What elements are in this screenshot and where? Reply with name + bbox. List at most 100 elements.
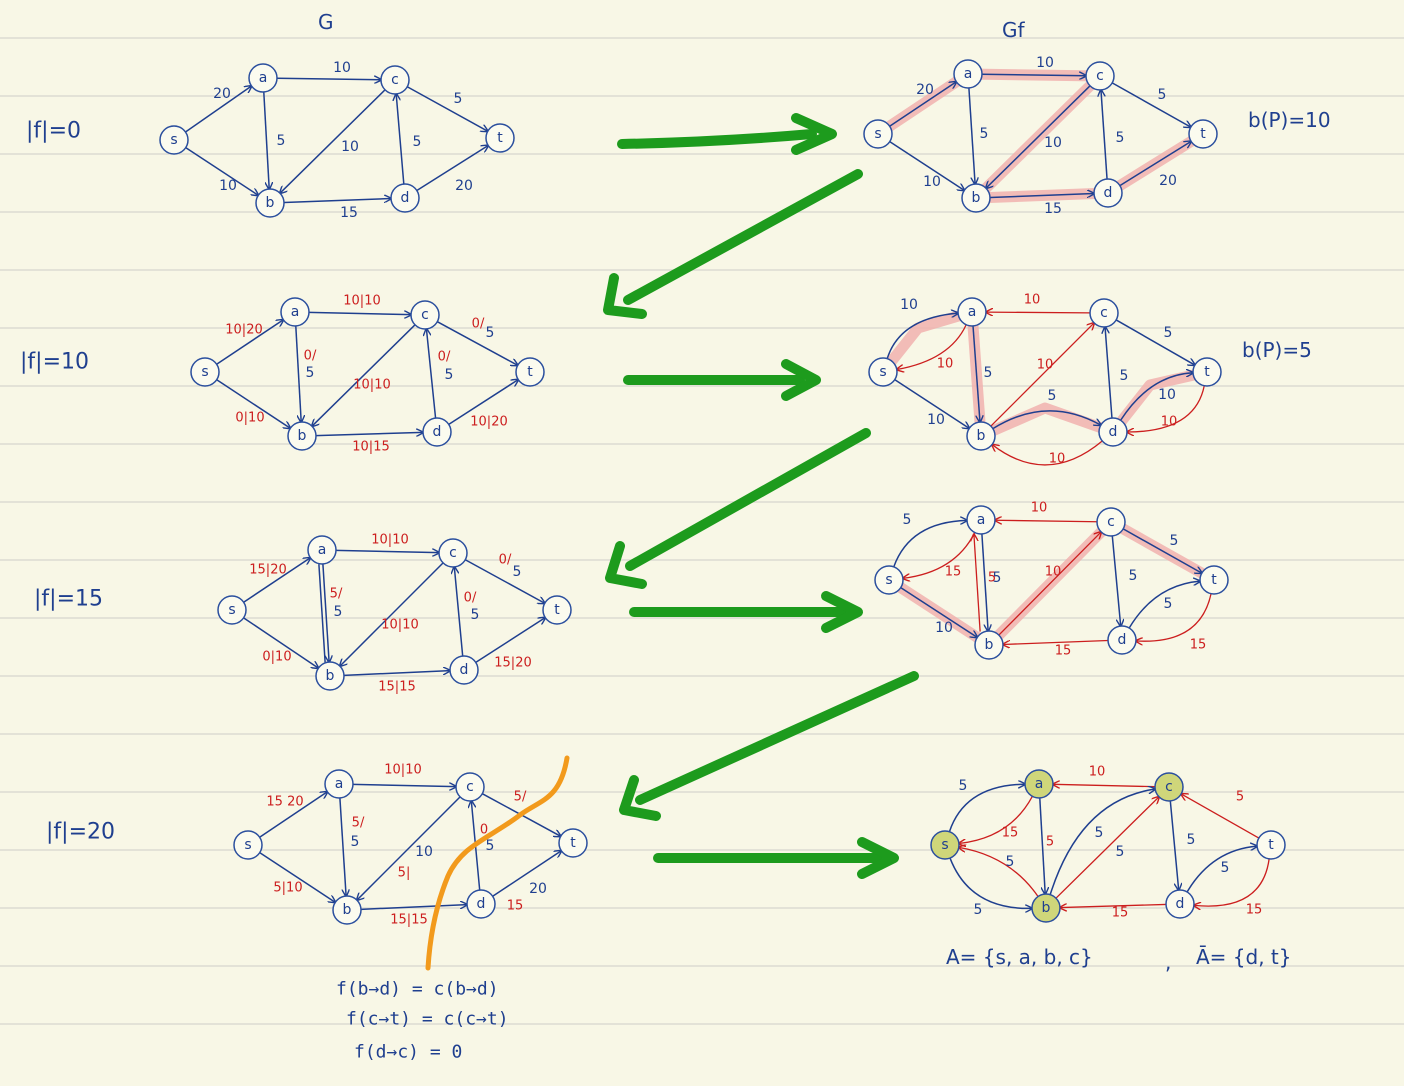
edge-a-b [295, 325, 301, 422]
node-a [248, 63, 278, 93]
arrow-gf1-to-g2-head [605, 541, 647, 589]
edge-label-s-b: 0|10 [262, 650, 291, 665]
node-t [1199, 565, 1229, 595]
min-cut-curve [425, 755, 570, 971]
edge-a-s [959, 796, 1033, 843]
edge-a-s [897, 324, 967, 370]
edge-c-d [1111, 535, 1120, 626]
arrow-g3-to-gf3-head [857, 837, 899, 879]
edge-label-t-d: 15 [1190, 638, 1207, 653]
edge-label-d-c: 5 [445, 367, 454, 383]
node-b [966, 421, 996, 451]
node-label-c: c [1096, 68, 1104, 84]
edge-d-c [1101, 90, 1108, 180]
edge-c-t [406, 86, 487, 131]
edge-label-c-b: 10|10 [353, 378, 390, 393]
node-label-s: s [885, 572, 892, 588]
node-c [1085, 61, 1115, 91]
node-label-t: t [554, 602, 560, 618]
node-t [1256, 830, 1286, 860]
edge-label-a-b: 5 [277, 133, 286, 149]
flow-1: |f|=10 [20, 350, 89, 375]
node-d [1107, 625, 1137, 655]
edge-label-b-c: 5 [1116, 844, 1125, 860]
edge-label-a-b: 0/ [304, 349, 317, 364]
node-s [868, 357, 898, 387]
cut-set-a: A= {s, a, b, c} [946, 945, 1093, 969]
node-t [485, 123, 515, 153]
arrow-gf0-to-g1 [623, 169, 863, 305]
arrow-g0-to-gf0-head [791, 113, 837, 155]
edge-label-d-t: 5 [1164, 596, 1173, 612]
edge-b-a [974, 534, 981, 632]
edge-c-a [995, 520, 1098, 522]
edge-d-b [992, 440, 1103, 466]
edge-d-t [448, 380, 518, 426]
edge-label-b-c: 5 [1095, 825, 1104, 841]
edge-s-b [894, 379, 970, 429]
node-b [315, 661, 345, 691]
node-t [1192, 357, 1222, 387]
heading-gf: Gf [1002, 18, 1025, 42]
node-label-t: t [1204, 364, 1210, 380]
edge-label-c-t: 5 [1164, 325, 1173, 341]
edge-c-b [280, 89, 386, 193]
edge-t-d [1194, 858, 1270, 906]
node-label-c: c [1100, 305, 1108, 321]
edge-s-a [259, 792, 328, 838]
edge-s-a [889, 82, 957, 127]
edge-b-d [343, 671, 450, 677]
flow-0: |f|=0 [26, 119, 81, 144]
node-c [1096, 507, 1126, 537]
node-label-d: d [460, 662, 469, 678]
arrow-gf0-to-g1-head [603, 273, 647, 319]
edge-label-d-c: 0/ [464, 591, 477, 606]
edge-b-d [989, 194, 1094, 199]
edge-label-d-c: 5 [486, 838, 495, 854]
edge-label-b-s: 5 [1006, 854, 1015, 870]
graph-g2: 15|200|1010|105/510|1015|150/50/515|20sa… [217, 533, 572, 695]
node-label-d: d [1104, 185, 1113, 201]
edge-t-d [1136, 593, 1212, 642]
edge-label-b-d: 15|15 [390, 913, 427, 928]
edge-a-b [263, 91, 269, 189]
node-label-b: b [298, 428, 307, 444]
edge-label-d-c: 5 [1116, 130, 1125, 146]
edge-t-c [1181, 794, 1260, 839]
edge-d-t [1128, 581, 1200, 629]
edge-label-d-t: 20 [455, 178, 473, 194]
edge-label-a-c: 10|10 [384, 763, 421, 778]
edge-a-c [335, 550, 439, 552]
node-label-c: c [1165, 779, 1173, 795]
edge-d-t [1119, 373, 1193, 421]
edge-d-c [1105, 327, 1113, 419]
edge-s-b [243, 617, 319, 668]
edge-c-b [340, 562, 444, 666]
bottleneck-0: b(P)=10 [1248, 108, 1331, 132]
edge-s-b [216, 379, 291, 429]
edge-s-a [886, 313, 958, 359]
node-s [233, 830, 263, 860]
node-label-d: d [1176, 896, 1185, 912]
node-a [307, 535, 337, 565]
node-s [190, 357, 220, 387]
edge-label-d-c: 0/ [438, 350, 451, 365]
edge-label-a-b: 5 [1046, 835, 1054, 850]
edge-d-c [396, 94, 405, 185]
edge-label-d-t: 15|20 [494, 656, 531, 671]
node-label-b: b [1042, 900, 1051, 916]
edge-d-c [426, 329, 437, 419]
edge-b-d [315, 432, 423, 435]
edge-label-a-b: 5 [984, 365, 993, 381]
edge-label-a-b: 5/ [330, 587, 343, 602]
edge-label-s-a: 10 [900, 297, 918, 313]
node-label-d: d [1109, 424, 1118, 440]
edge-a-b-double [318, 564, 326, 663]
edge-label-a-c: 10|10 [371, 533, 408, 548]
edge-a-c [276, 78, 381, 80]
edge-b-c [1049, 789, 1155, 895]
arrow-g0-to-gf0 [617, 129, 817, 149]
edge-label-c-t: 5 [1170, 533, 1179, 549]
